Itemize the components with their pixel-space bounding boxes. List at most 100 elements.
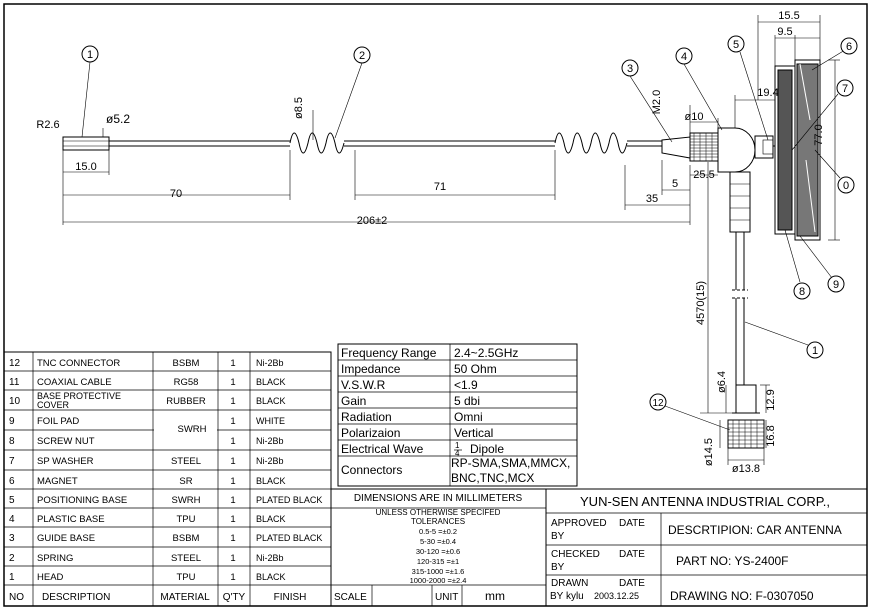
bom-qty: 1: [230, 476, 235, 487]
bom-header-finish: FINISH: [274, 592, 307, 603]
bom-finish: PLATED BLACK: [256, 533, 322, 543]
svg-text:9: 9: [833, 279, 839, 291]
bom-material: BSBM: [173, 533, 200, 544]
bom-description: FOIL PAD: [37, 416, 79, 427]
balloon-base-cover: 0: [837, 176, 855, 194]
balloon-positioning-base: 5: [727, 35, 745, 53]
bom-no: 12: [9, 358, 21, 369]
tolerance-row: 0.5-5 =±0.2: [419, 527, 457, 536]
svg-text:3: 3: [627, 63, 633, 75]
tolerance-text: DIMENSIONS ARE IN MILLIMETERS UNLESS OTH…: [334, 493, 523, 603]
approved-by-label: BY: [551, 531, 565, 542]
spec-text: Frequency Range 2.4~2.5GHz Impedance 50 …: [341, 346, 570, 485]
bom-description: SP WASHER: [37, 456, 94, 467]
spec-key: Frequency Range: [341, 346, 437, 360]
dim-m2-0: M2.0: [651, 90, 663, 114]
bom-no: 5: [9, 495, 15, 506]
svg-text:1: 1: [87, 49, 93, 61]
bom-qty: 1: [230, 358, 235, 369]
bom-finish: BLACK: [256, 476, 286, 486]
dim-206: 206±2: [357, 215, 388, 227]
bom-header-description: DESCRIPTION: [42, 592, 110, 603]
spec-key: Impedance: [341, 362, 401, 376]
bom-finish: PLATED BLACK: [256, 495, 322, 505]
guide-base: [661, 136, 691, 159]
bom-no: 9: [9, 416, 15, 427]
dim-phi-5-2: ø5.2: [106, 112, 130, 126]
description: DESCRTIPION: CAR ANTENNA: [668, 523, 842, 537]
bom-description: MAGNET: [37, 476, 78, 487]
spec-key: Gain: [341, 394, 366, 408]
bom-no: 2: [9, 553, 15, 564]
dim-phi-13-8: ø13.8: [732, 463, 760, 475]
bom-no: 10: [9, 396, 21, 407]
bom-finish: Ni-2Bb: [256, 553, 284, 563]
bom-header-material: MATERIAL: [160, 592, 210, 603]
bom-no: 4: [9, 514, 15, 525]
tolerance-l1: UNLESS OTHERWISE SPECIFED: [376, 508, 501, 517]
bom-qty: 1: [230, 495, 235, 506]
tnc-connector-body: [735, 384, 757, 414]
svg-text:0: 0: [843, 180, 849, 192]
bom-description: PLASTIC BASE: [37, 514, 105, 525]
spec-key: Polarizaion: [341, 426, 400, 440]
spec-value: 50 Ohm: [454, 362, 497, 376]
spring-coil-1: [289, 132, 345, 154]
spec-key: Connectors: [341, 463, 402, 477]
bill-of-materials: [3, 351, 332, 607]
bom-qty: 1: [230, 533, 235, 544]
company-name: YUN-SEN ANTENNA INDUSTRIAL CORP.,: [580, 494, 830, 509]
bom-material: SWRH: [171, 495, 200, 506]
bom-description: POSITIONING BASE: [37, 495, 127, 506]
bom-description: COAXIAL CABLE: [37, 377, 112, 388]
wave-fraction-den: 4: [455, 449, 460, 458]
drawn-date: 2003.12.25: [594, 591, 639, 601]
bom-qty: 1: [230, 396, 235, 407]
dim-70: 70: [170, 188, 182, 200]
dim-35: 35: [646, 193, 658, 205]
dim-phi-10: ø10: [685, 111, 704, 123]
tolerance-row: 120-315 =±1: [417, 557, 459, 566]
dim-77-0: 77.0: [813, 124, 825, 145]
spec-value: Vertical: [454, 426, 493, 440]
checked-label: CHECKED: [551, 549, 600, 560]
spec-value: Dipole: [470, 442, 504, 456]
bom-finish: BLACK: [256, 377, 286, 387]
dim-25-5: 25.5: [693, 169, 714, 181]
bom-material: STEEL: [171, 456, 201, 467]
bom-description: COVER: [37, 400, 70, 410]
drawn-label: DRAWN: [551, 578, 588, 589]
dim-4570: 4570(15): [695, 281, 707, 325]
bom-no: 11: [9, 377, 20, 388]
tolerance-row: 315-1000 =±1.6: [412, 567, 465, 576]
positioning-base: [754, 135, 774, 159]
plastic-base: [717, 127, 756, 173]
drawing-number: DRAWING NO: F-0307050: [670, 589, 814, 603]
bom-material: TPU: [177, 572, 196, 583]
drawn-by: BY kylu: [550, 591, 584, 602]
bom-no: 6: [9, 476, 15, 487]
bom-qty: 1: [230, 456, 235, 467]
spec-value: <1.9: [454, 378, 478, 392]
svg-text:1: 1: [812, 345, 818, 357]
balloon-sp-washer: 7: [836, 79, 854, 97]
dim-12-9: 12.9: [765, 389, 777, 410]
dim-16-8: 16.8: [765, 425, 777, 446]
balloon-screw-nut: 8: [793, 282, 811, 300]
title-block-text: YUN-SEN ANTENNA INDUSTRIAL CORP., APPROV…: [550, 494, 842, 603]
balloon-foil-pad: 9: [827, 275, 845, 293]
bom-description: TNC CONNECTOR: [37, 358, 120, 369]
bom-no: 1: [9, 572, 15, 583]
bom-description: SPRING: [37, 553, 73, 564]
dim-15-5: 15.5: [778, 10, 799, 22]
balloon-cable: 1: [806, 341, 824, 359]
svg-text:4: 4: [681, 51, 687, 63]
bom-qty: 1: [230, 436, 235, 447]
dim-r2-6: R2.6: [36, 119, 59, 131]
bom-finish: BLACK: [256, 396, 286, 406]
part-balloons: 1 2 3 4 5 6 7 0 9 8 1 12: [81, 35, 858, 411]
approved-label: APPROVED: [551, 518, 607, 529]
bom-material: TPU: [177, 514, 196, 525]
